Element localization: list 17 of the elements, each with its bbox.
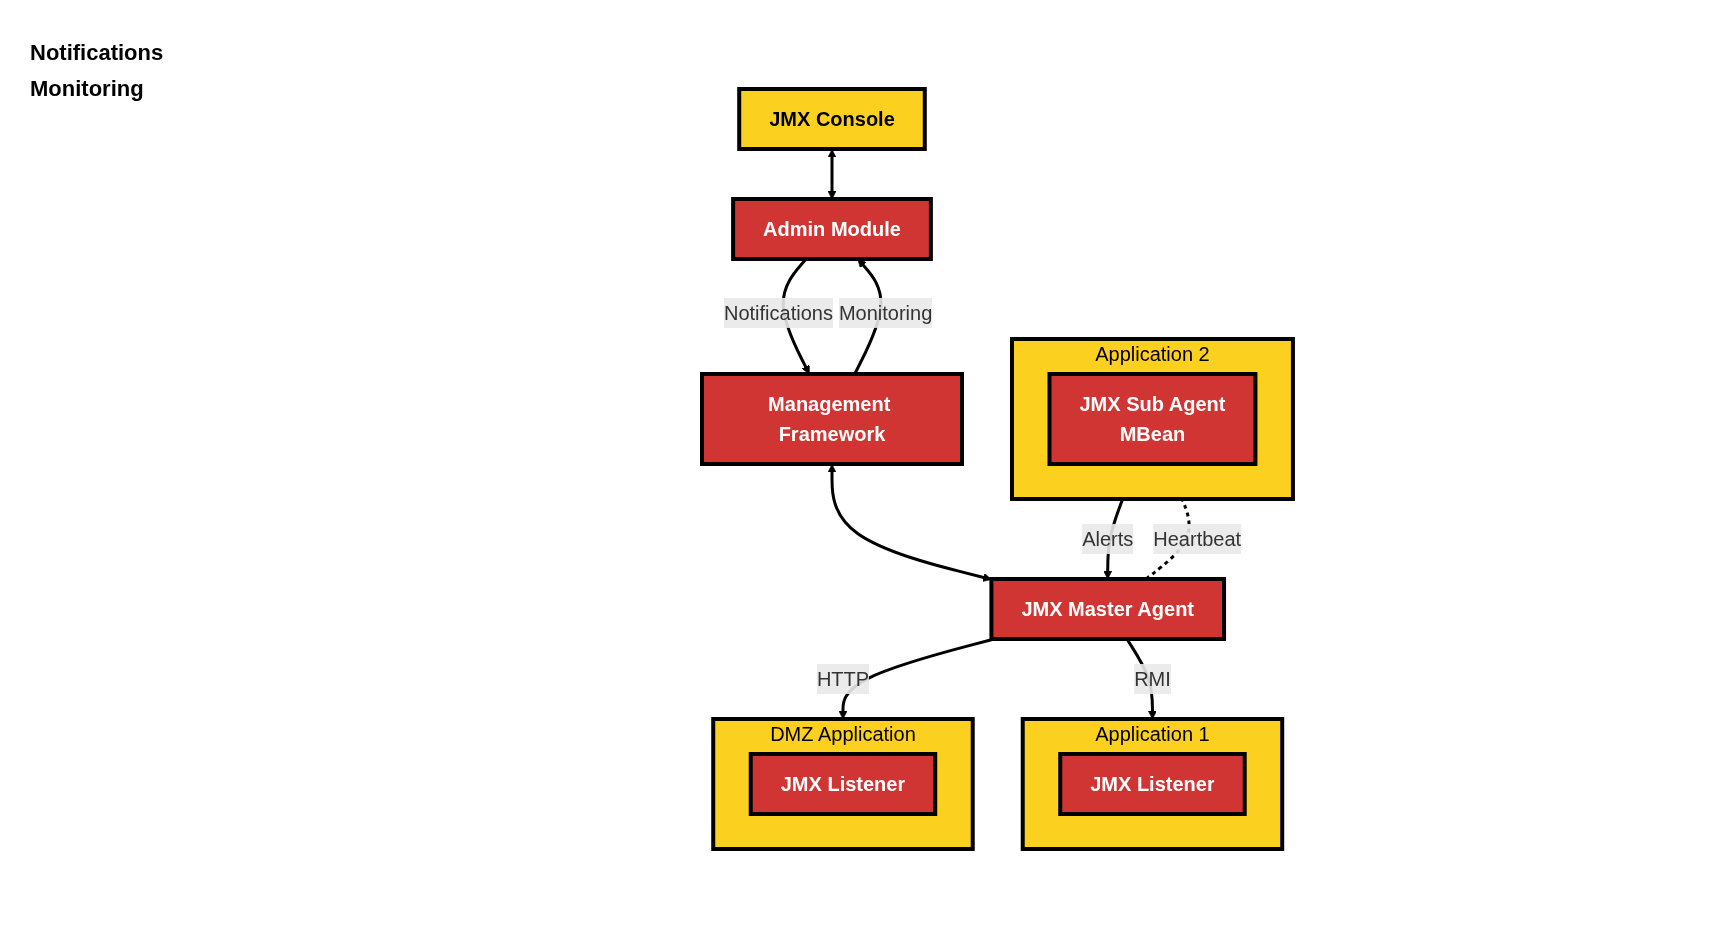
edge-label: RMI [1134,668,1171,690]
node-box: JMX Listener [748,752,938,816]
edge-label: Alerts [1082,528,1134,550]
node-box: JMX Console [737,87,927,151]
node-box: Admin Module [731,197,933,261]
edge-label: Notifications [723,301,833,324]
arrow [827,464,992,582]
edge-label: HTTP [816,668,870,690]
note-label: Monitoring [30,76,145,102]
node-box: JMX Sub Agent MBean [1047,372,1258,466]
node-box: JMX Listener [1058,752,1247,816]
edge-label: Heartbeat [1153,528,1242,550]
edge-label: Monitoring [838,301,933,324]
node-box: JMX Master Agent [989,577,1227,641]
node-box: Management Framework [700,372,965,466]
note-label: Notifications [30,40,165,66]
arrow [827,149,837,200]
